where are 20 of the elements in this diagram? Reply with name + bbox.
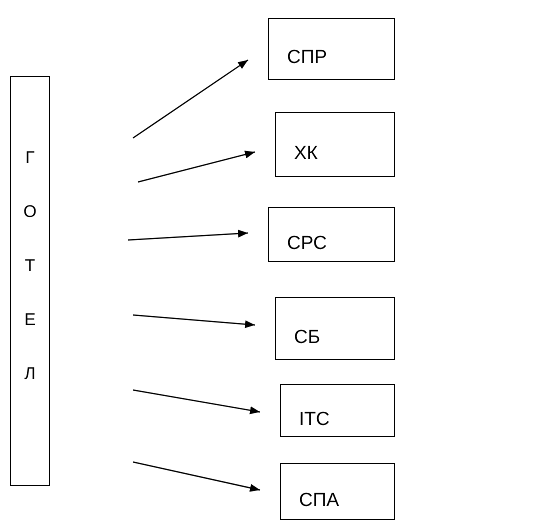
node-label: ГОТЕЛ <box>22 147 38 385</box>
node-label: ХК <box>294 144 318 162</box>
service-box <box>280 384 395 437</box>
node-label: СБ <box>294 328 320 346</box>
service-box <box>268 18 395 80</box>
arrow <box>132 389 260 414</box>
service-box <box>280 463 395 520</box>
arrow <box>132 59 248 139</box>
node-label: СПР <box>287 48 328 67</box>
arrow <box>132 314 256 328</box>
service-box <box>268 207 395 262</box>
node-label: СРС <box>287 234 327 252</box>
vertical-box <box>10 76 50 486</box>
service-box <box>275 112 395 177</box>
arrow <box>128 230 248 241</box>
node-label: СПА <box>299 490 340 510</box>
arrow <box>138 150 256 183</box>
service-box <box>275 297 395 360</box>
arrow <box>132 461 260 492</box>
node-label: ІТС <box>299 410 330 428</box>
